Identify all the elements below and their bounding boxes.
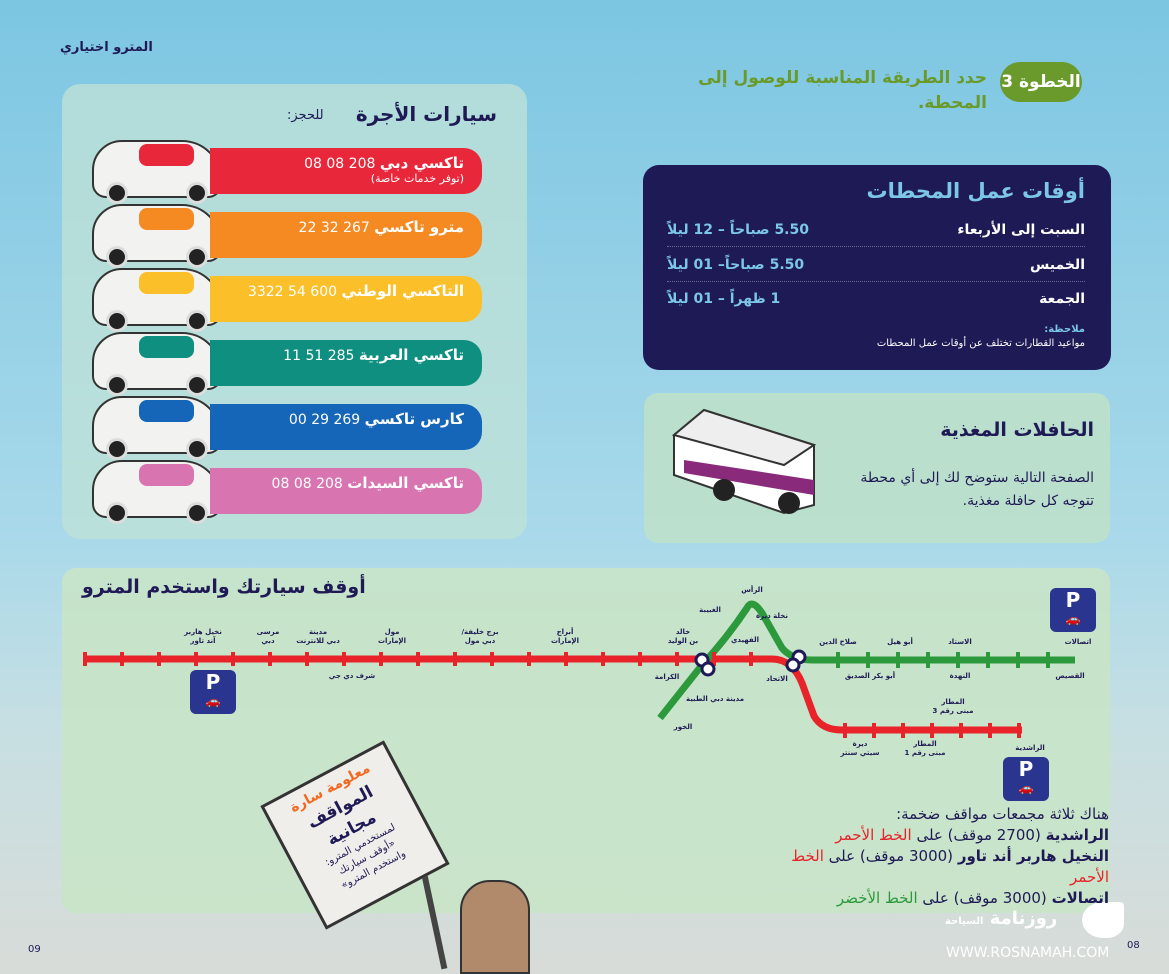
station-label: برج خليفة/ دبي مول — [461, 628, 499, 645]
hours-row: السبت إلى الأربعاء 5.50 صباحاً – 12 ليلاً — [667, 213, 1085, 247]
station-label: مدينة دبي للانترنت — [296, 628, 340, 645]
station-label: أبو هيل — [887, 638, 913, 646]
station-label: الراشدية — [1015, 744, 1045, 752]
page-number: 09 — [28, 944, 41, 955]
feeder-title: الحافلات المغذية — [940, 419, 1094, 441]
feeder-bus-panel: الحافلات المغذية الصفحة التالية ستوضح لك… — [644, 393, 1110, 543]
note-label: ملاحظة: — [1044, 324, 1085, 335]
station-label: مول الإمارات — [377, 628, 407, 645]
station-label: شرف دي جي — [328, 672, 376, 680]
hours-row: الخميس 5.50 صباحاً– 01 ليلاً — [667, 248, 1085, 282]
page-number: 08 — [1127, 940, 1140, 951]
station-label: النهدة — [949, 672, 971, 680]
parking-facility: اتصالات (3000 موقف) على الخط الأخضر — [836, 889, 1109, 907]
station-label: اتصالات — [1064, 638, 1092, 646]
day: السبت إلى الأربعاء — [957, 221, 1085, 238]
red-line — [85, 655, 1022, 734]
map-title: أوقف سيارتك واستخدم المترو — [82, 576, 366, 598]
taxi-panel: سيارات الأجرة للحجز: تاكسي دبي 208 08 08… — [62, 84, 527, 539]
interchange-icon — [785, 649, 807, 673]
step-badge: الخطوة 3 — [1000, 62, 1082, 102]
taxi-item: تاكسي العربية 285 51 11 — [210, 340, 482, 386]
parking-facility: النخيل هاربر أند تاور (3000 موقف) على ال… — [791, 847, 1109, 886]
taxi-item: التاكسي الوطني 600 54 3322 — [210, 276, 482, 322]
taxi-item: تاكسي السيدات 208 08 08 — [210, 468, 482, 514]
station-label: الرأس — [741, 586, 763, 594]
section-title: المترو اختياري — [60, 40, 153, 55]
time: 1 ظهراً – 01 ليلاً — [667, 291, 781, 307]
booking-label: للحجز: — [287, 108, 324, 123]
station-label: القصيص — [1055, 672, 1085, 680]
station-label: الغبيبة — [699, 606, 721, 614]
station-label: أبو بكر الصديق — [844, 672, 896, 680]
taxi-car-icon — [92, 460, 222, 524]
station-label: المطار مبنى رقم 1 — [904, 740, 946, 757]
station-label: مدينة دبي الطبية — [685, 695, 745, 703]
station-label: الاتحاد — [766, 675, 788, 683]
bus-icon — [671, 408, 817, 515]
station-label: ديرة سيتي سنتر — [840, 740, 880, 757]
interchange-icon — [694, 652, 716, 677]
station-label: خالد بن الوليد — [667, 628, 699, 645]
note-text: مواعيد القطارات تختلف عن أوقات عمل المحط… — [876, 338, 1085, 349]
station-label: الاستاد — [948, 638, 972, 646]
time: 5.50 صباحاً– 01 ليلاً — [667, 256, 805, 273]
station-label: أبراج الإمارات — [550, 628, 580, 645]
feeder-text: الصفحة التالية ستوضح لك إلى أي محطة تتوج… — [860, 470, 1094, 509]
station-label: المطار مبنى رقم 3 — [932, 698, 974, 715]
eagle-logo-icon — [1082, 902, 1124, 938]
station-label: الفهيدي — [730, 636, 760, 644]
taxi-car-icon — [92, 140, 222, 204]
parking-icon: P🚗 — [1003, 757, 1049, 801]
parking-icon: P🚗 — [1050, 588, 1096, 632]
taxi-item: مترو تاكسي 267 32 22 — [210, 212, 482, 258]
day: الخميس — [1029, 256, 1085, 273]
taxi-item: كارس تاكسي 269 29 00 — [210, 404, 482, 450]
taxi-car-icon — [92, 332, 222, 396]
taxi-car-icon — [92, 396, 222, 460]
hours-note: ملاحظة: مواعيد القطارات تختلف عن أوقات عم… — [877, 323, 1085, 351]
time: 5.50 صباحاً – 12 ليلاً — [667, 221, 809, 238]
parking-icon: P🚗 — [190, 670, 236, 714]
station-label: نخلة ديرة — [756, 612, 788, 620]
station-label: مرسى دبي — [256, 628, 280, 645]
hours-row: الجمعة 1 ظهراً – 01 ليلاً — [667, 282, 1085, 316]
metro-lines — [83, 600, 1075, 738]
station-label: الخور — [673, 723, 693, 731]
hours-title: أوقات عمل المحطات — [866, 179, 1085, 203]
parking-intro: هناك ثلاثة مجمعات مواقف ضخمة: — [896, 805, 1109, 823]
station-hours-panel: أوقات عمل المحطات السبت إلى الأربعاء 5.50… — [643, 165, 1111, 370]
station-label: الكرامة — [654, 673, 680, 681]
metro-map-panel: أوقف سيارتك واستخدم المترو نخيل هاربر آن… — [62, 568, 1110, 913]
taxi-car-icon — [92, 204, 222, 268]
parking-facility: الراشدية (2700 موقف) على الخط الأحمر — [835, 826, 1109, 844]
station-label: نخيل هاربر آند تاور — [184, 628, 222, 645]
website-url: WWW.ROSNAMAH.COM — [946, 945, 1110, 961]
taxi-item: تاكسي دبي 208 08 08(توفر خدمات خاصة) — [210, 148, 482, 194]
day: الجمعة — [1039, 291, 1085, 307]
logo: روزنامة السياحة — [945, 908, 1058, 929]
parking-info: هناك ثلاثة مجمعات مواقف ضخمة: الراشدية (… — [749, 804, 1109, 909]
taxi-title: سيارات الأجرة — [355, 102, 497, 126]
taxi-car-icon — [92, 268, 222, 332]
station-label: صلاح الدين — [819, 638, 857, 646]
man-illustration — [460, 880, 530, 974]
step-text: حدد الطريقة المناسبة للوصول إلى المحطة. — [698, 68, 987, 113]
